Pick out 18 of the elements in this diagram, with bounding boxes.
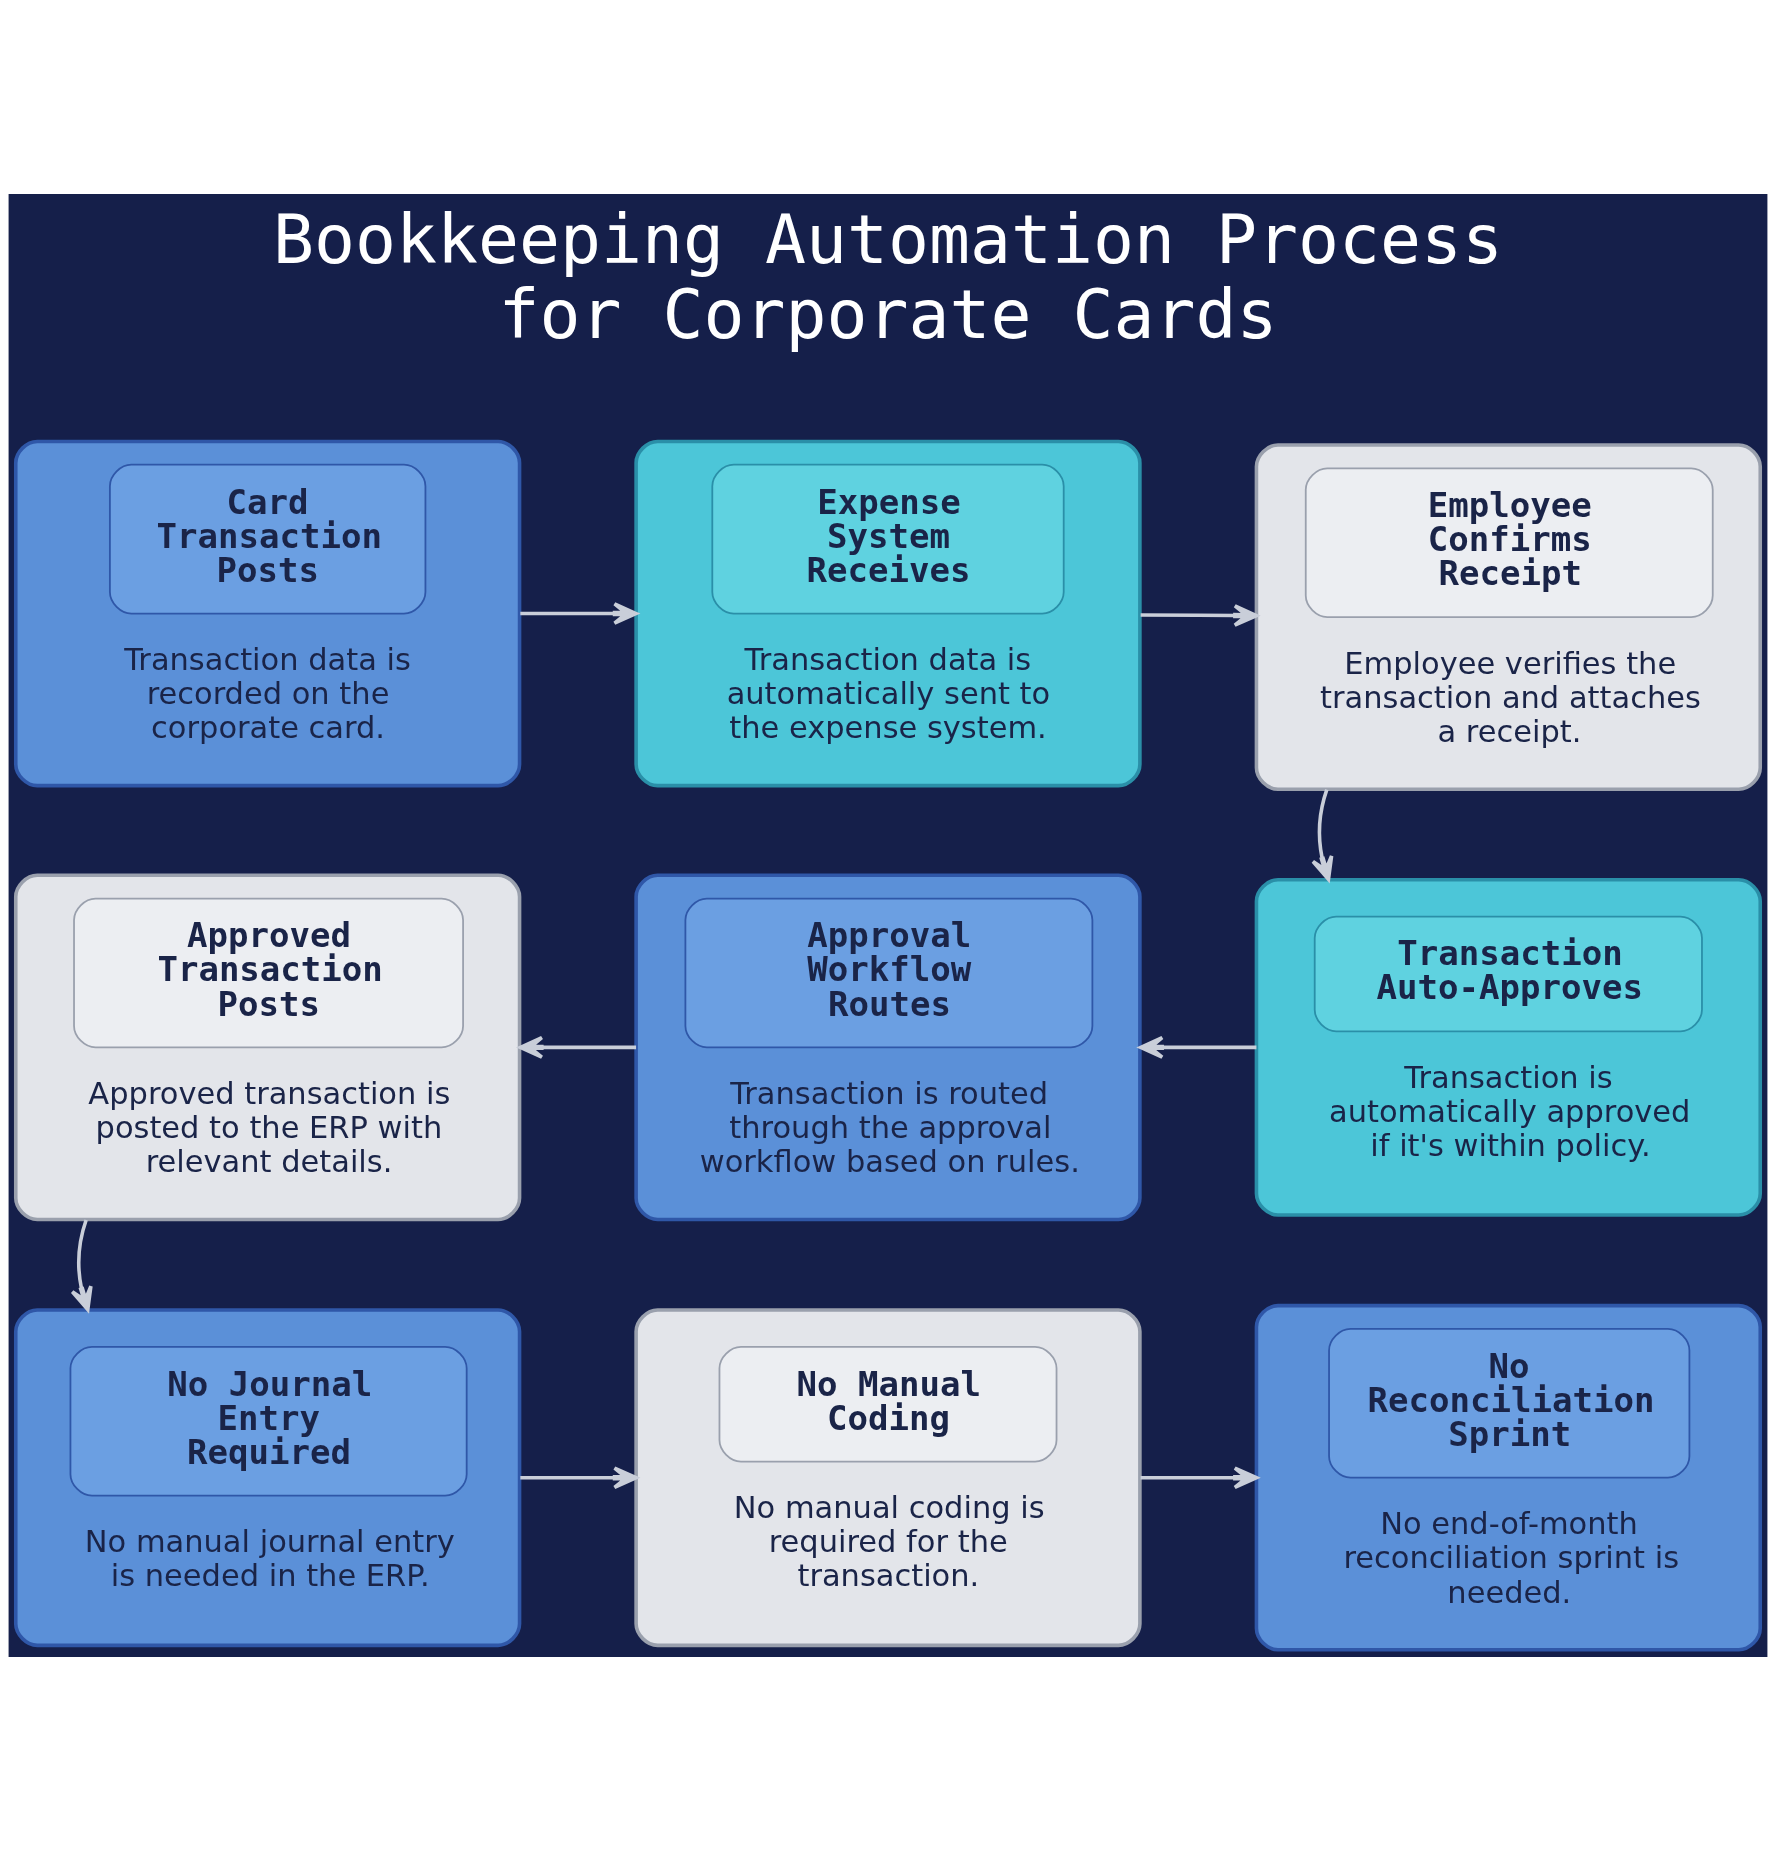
diagram-title: Bookkeeping Automation Process for Corporate Cards (272, 199, 1504, 354)
node-box: No Manual Coding No manual coding is required for the transaction. (634, 1307, 1142, 1647)
arrow (1138, 1035, 1257, 1059)
arrow (1140, 603, 1259, 627)
arrow (520, 601, 638, 625)
node-box: No Journal Entry Required No manual journal entry is needed in the ERP. (13, 1307, 522, 1647)
node-box: Transaction Auto-Approves Transaction is automatically approved if it's within policy. (1254, 877, 1763, 1217)
arrow (70, 1218, 93, 1311)
arrow (520, 1465, 638, 1489)
node-box: No Reconciliation Sprint No end-of-month reconciliation sprint is needed. (1254, 1303, 1763, 1652)
node-box: Approval Workflow Routes Transaction is routed through the approval workflow based on rules. (634, 873, 1142, 1221)
node-box: Approved Transaction Posts Approved transaction is posted to the ERP with relevant details. (13, 873, 522, 1221)
node-box: Expense System Receives Transaction data is automatically sent to the expense system. (634, 439, 1142, 787)
arrow (1311, 788, 1334, 881)
node-box: Card Transaction Posts Transaction data is recorded on the corporate card. (13, 439, 522, 787)
arrow (1140, 1465, 1259, 1489)
node-box: Employee Confirms Receipt Employee verifies the transaction and attaches a receipt. (1254, 442, 1763, 791)
arrow (518, 1035, 637, 1059)
